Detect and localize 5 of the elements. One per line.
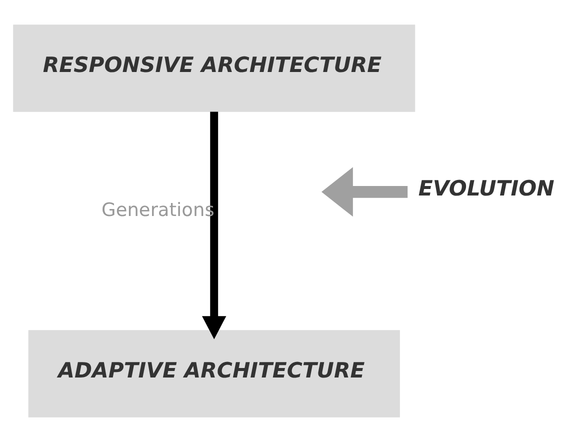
- arrow: [202, 111, 226, 339]
- node-box: ADAPTIVE ARCHITECTURE: [28, 330, 400, 417]
- arrow: [321, 166, 408, 216]
- node-text: EVOLUTION: [418, 175, 554, 200]
- node-box: RESPONSIVE ARCHITECTURE: [13, 24, 416, 112]
